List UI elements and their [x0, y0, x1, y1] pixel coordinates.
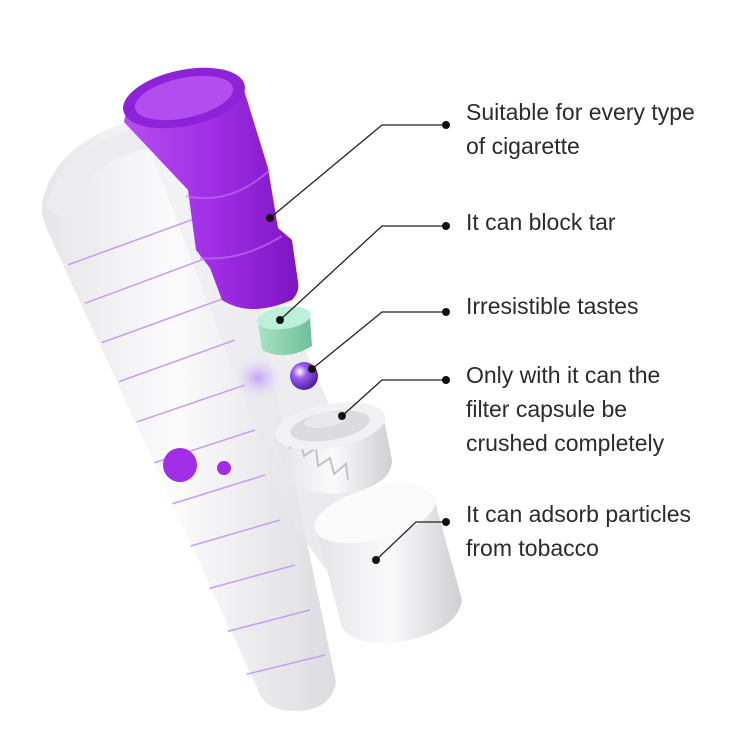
- leader-dot-adsorption-filter-start: [372, 556, 380, 564]
- leader-line-mouthpiece: [269, 124, 446, 219]
- callout-tar-filter: It can block tar: [466, 209, 616, 235]
- leader-dot-flavor-bead-start: [308, 365, 316, 373]
- leader-dot-mouthpiece-end: [442, 121, 450, 129]
- leader-dot-tar-filter-end: [442, 222, 450, 230]
- crusher-gear: [274, 402, 392, 494]
- mouthpiece: [123, 67, 299, 309]
- callout-crusher-gear: Only with it can the filter capsule be c…: [466, 362, 665, 456]
- adsorption-filter: [314, 484, 462, 644]
- leader-dots: [266, 121, 450, 564]
- tar-filter: [257, 306, 312, 356]
- leader-dot-mouthpiece-start: [266, 214, 274, 222]
- leader-line-adsorption-filter: [375, 521, 446, 561]
- leader-dot-crusher-gear-start: [338, 412, 346, 420]
- leader-dot-crusher-gear-end: [442, 376, 450, 384]
- callout-mouthpiece: Suitable for every type of cigarette: [466, 99, 695, 159]
- callout-adsorption-filter: It can adsorb particles from tobacco: [466, 501, 692, 561]
- leader-dot-tar-filter-start: [276, 316, 284, 324]
- leader-dot-flavor-bead-end: [442, 308, 450, 316]
- leader-dot-adsorption-filter-end: [442, 518, 450, 526]
- leader-line-tar-filter: [279, 225, 446, 321]
- tube-dot-large: [163, 448, 197, 482]
- leader-lines: [269, 124, 446, 561]
- callout-flavor-bead: Irresistible tastes: [466, 293, 639, 319]
- flavor-glow: [232, 356, 284, 400]
- leader-line-crusher-gear: [341, 379, 446, 417]
- tube-dot-small: [217, 461, 231, 475]
- leader-line-flavor-bead: [311, 311, 446, 370]
